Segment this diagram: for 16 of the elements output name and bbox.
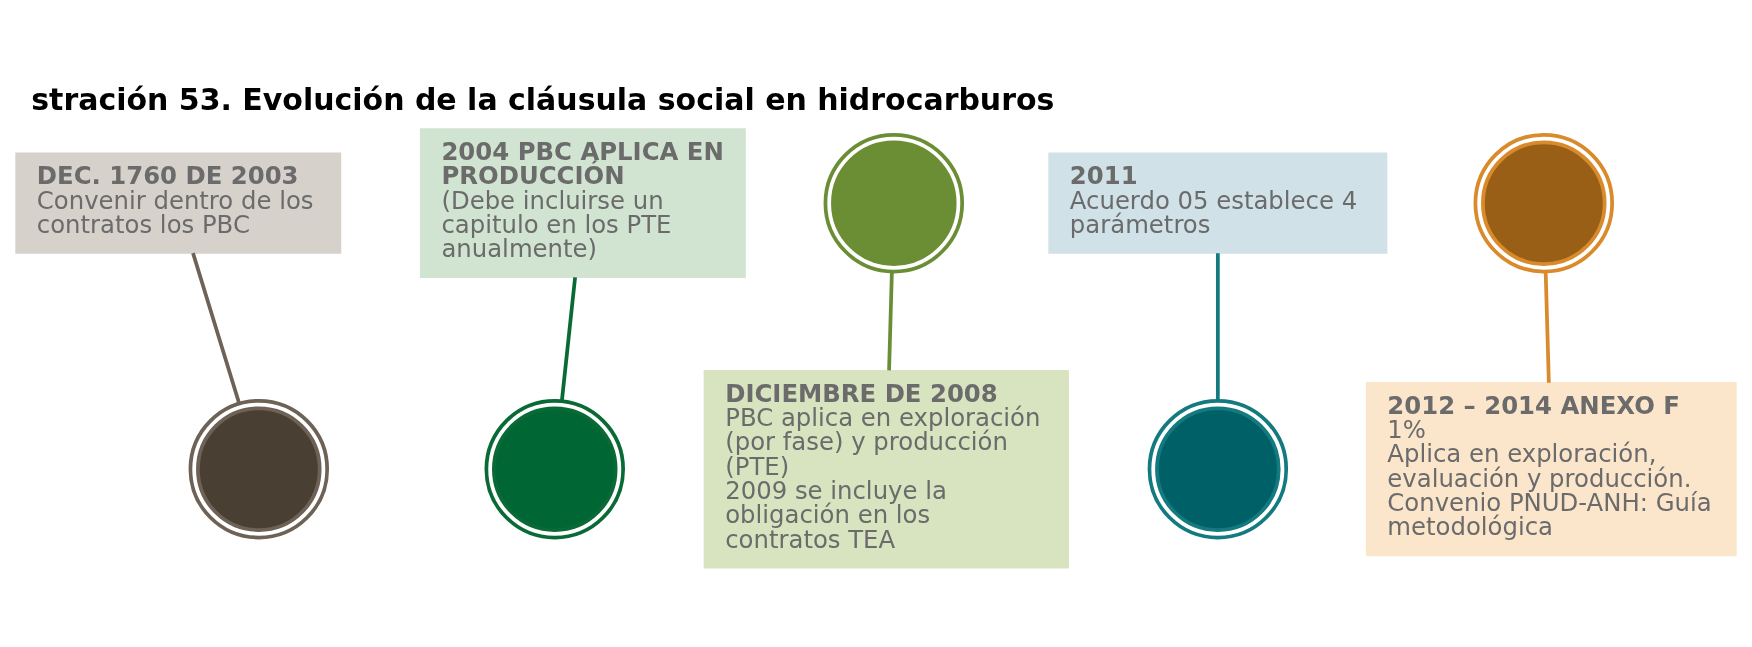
connector bbox=[560, 276, 577, 401]
node-box: 2004 PBC APLICA EN PRODUCCIÓN (Debe incluirse un capitulo en los PTE anualmente) bbox=[419, 127, 746, 278]
node-circle bbox=[1473, 132, 1614, 273]
node-circle bbox=[188, 398, 330, 539]
connector bbox=[1543, 271, 1551, 383]
connector bbox=[1215, 252, 1220, 401]
node-circle bbox=[1147, 398, 1289, 539]
connector bbox=[191, 252, 241, 404]
node-circle bbox=[823, 132, 965, 273]
node-box: 2011 Acuerdo 05 establece 4 parámetros bbox=[1048, 152, 1388, 254]
node-circle bbox=[484, 398, 625, 539]
connector bbox=[887, 271, 894, 370]
node-box: DICIEMBRE DE 2008 PBC aplica en exploración (por fase) y producción (PTE) 2009 se incluye la obligación en los contratos TEA bbox=[703, 369, 1069, 568]
diagram-title: stración 53. Evolución de la cláusula social en hidrocarburos bbox=[31, 81, 1055, 117]
node-box: 2012 – 2014 ANEXO F 1% Aplica en exploración, evaluación y producción. Convenio PNUD-ANH: Guía metodológica bbox=[1365, 381, 1737, 556]
node-box: DEC. 1760 DE 2003 Convenir dentro de los contratos los PBC bbox=[15, 152, 342, 254]
